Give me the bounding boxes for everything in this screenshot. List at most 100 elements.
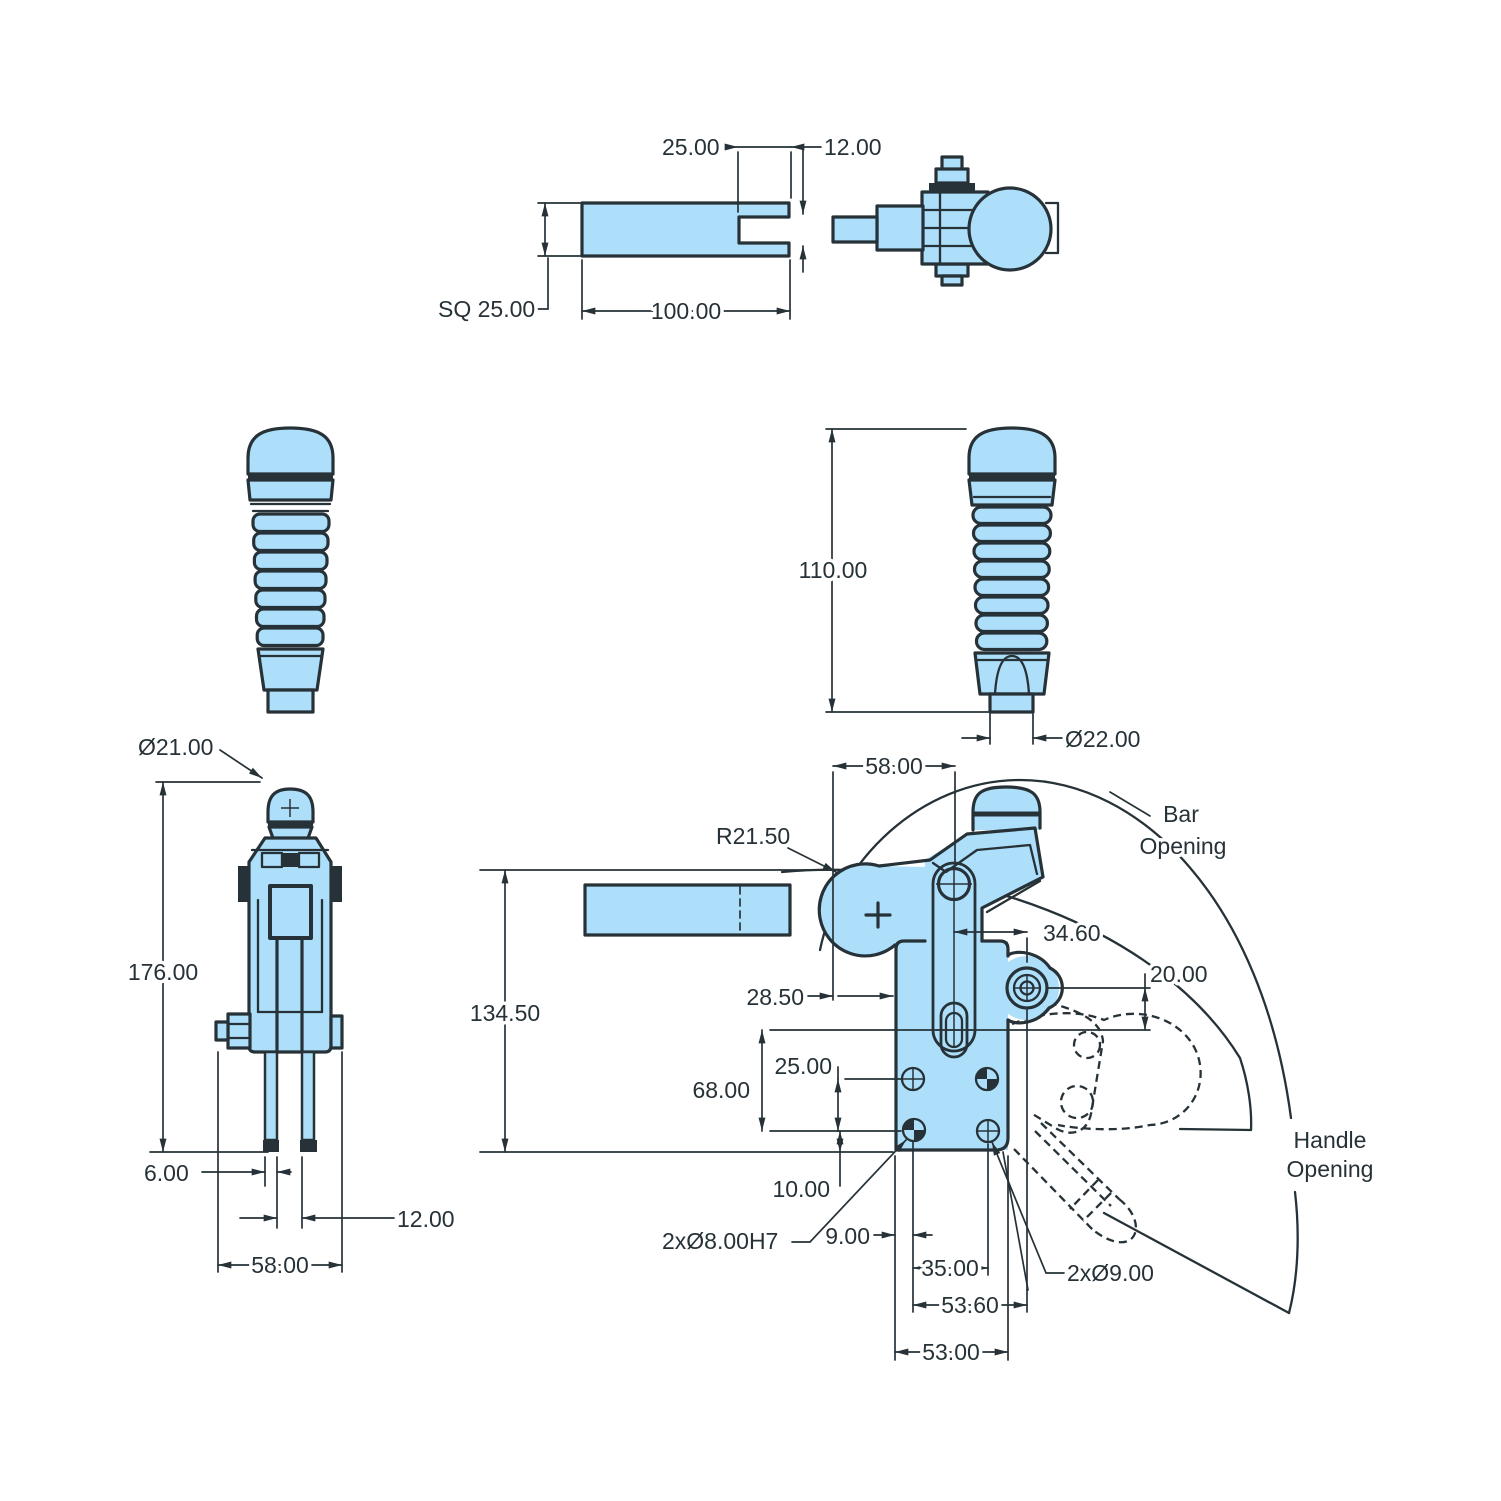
plate-holes: [900, 1066, 1001, 1144]
dim-hole-pitch-vertical: 25.00: [771, 1050, 902, 1132]
body-detail: [260, 851, 284, 869]
side-tab: [238, 866, 249, 902]
clamp-front-view: 58.00 R21.50 134.50 28.50 34.60 20.0: [466, 750, 1377, 1369]
handle-bell: [967, 478, 1057, 507]
dim-bar-offset: 28.50: [743, 981, 894, 1014]
dim-text: R21.50: [716, 823, 790, 849]
open-link-hole: [1072, 1030, 1102, 1060]
lobe-center-cross: [864, 901, 892, 929]
open-link-plate: [1030, 998, 1105, 1134]
knob-end-circle: [967, 186, 1053, 272]
label-handle-opening: Handle Opening: [1283, 1124, 1377, 1186]
dim-text: Ø22.00: [1065, 726, 1140, 752]
body-window: [268, 884, 313, 940]
dim-text: 6.00: [144, 1160, 189, 1186]
dim-handle-diameter: Ø22.00: [961, 713, 1144, 756]
dim-text: 25.00: [662, 134, 720, 160]
end-collar: [875, 204, 925, 252]
prong-foot: [300, 1140, 317, 1152]
dim-text: 12.00: [397, 1206, 455, 1232]
mount-chamfer: [931, 843, 1039, 876]
bar-outline: [580, 201, 791, 258]
dim-prong-gap: 12.00: [239, 1156, 458, 1236]
dim-text: 25.00: [774, 1053, 832, 1079]
open-handle-edge: [1040, 1122, 1120, 1200]
dim-slot-depth: 25.00: [659, 131, 805, 213]
handle-base-arch: [993, 654, 1031, 696]
handle-ribs: [971, 505, 1053, 652]
handle-cap: [967, 426, 1057, 476]
dim-text: 134.50: [470, 1000, 540, 1026]
side-tab-right: [329, 1014, 344, 1050]
dim-base-margin: 10.00: [769, 1130, 844, 1206]
dim-slot-width: 12.00: [799, 131, 885, 273]
dim-plate-width: 53.00: [894, 1155, 1009, 1369]
prong-foot: [263, 1140, 279, 1152]
bar-opening-arc-outer: [818, 778, 1293, 1120]
body-latch: [283, 853, 298, 867]
handle-cap: [246, 426, 335, 476]
knob-outline: [971, 785, 1042, 832]
handle-stub: [988, 692, 1035, 714]
dim-text: 58.00: [251, 1252, 309, 1278]
end-step: [940, 274, 964, 287]
dim-handle-offset: 58.00: [832, 750, 956, 1001]
handle-opening-arc: [1287, 1190, 1299, 1315]
dim-bar-section: SQ 25.00: [435, 202, 581, 326]
end-stub: [934, 167, 970, 185]
bolt-hole: [975, 1118, 1001, 1144]
callout-dowel-holes: 2xØ8.00H7: [659, 1139, 907, 1258]
dim-text: 28.50: [746, 984, 804, 1010]
bolt-hole: [900, 1066, 926, 1092]
open-bar-end: [1011, 1012, 1202, 1131]
clamp-bar: [583, 883, 792, 937]
callout-bolt-holes: 2xØ9.00: [991, 1141, 1157, 1290]
dim-text: 9.00: [825, 1223, 870, 1249]
handle-ribs: [251, 512, 331, 648]
dim-text: 100.00: [651, 298, 721, 324]
dim-text: SQ 25.00: [438, 296, 535, 322]
end-step: [934, 262, 970, 278]
dim-text: 20.00: [1150, 961, 1208, 987]
handle-base: [256, 647, 325, 692]
dim-text: 68.00: [692, 1077, 750, 1103]
prong: [300, 1050, 316, 1142]
dim-text: 10.00: [772, 1176, 830, 1202]
dim-hole-span: 68.00: [689, 1029, 902, 1132]
open-position-dashed: [1011, 998, 1202, 1244]
opening-arcs: [780, 778, 1299, 1315]
knob-crosshair: [281, 799, 299, 817]
mount-chamfer: [985, 879, 1042, 914]
svg-text:Bar: Bar: [1163, 801, 1199, 827]
dim-text: 2xØ9.00: [1067, 1260, 1154, 1286]
dim-front-height: 134.50: [466, 869, 894, 1153]
svg-text:Handle: Handle: [1294, 1127, 1367, 1153]
side-tab: [331, 866, 342, 902]
side-nut-stub: [214, 1020, 230, 1042]
dim-text: Ø21.00: [138, 734, 213, 760]
handle-base: [973, 651, 1051, 696]
svg-text:Opening: Opening: [1287, 1156, 1374, 1182]
dim-text: 12.00: [824, 134, 882, 160]
prong: [263, 1050, 279, 1142]
handle-side-view: 110.00 Ø22.00: [795, 426, 1144, 756]
svg-text:Opening: Opening: [1140, 833, 1227, 859]
body-detail: [297, 851, 321, 869]
lower-pivot-inner: [944, 1011, 964, 1049]
open-handle-cap: [1092, 1198, 1137, 1244]
open-bar-edge: [1178, 1127, 1253, 1132]
open-handle-rib: [1082, 1192, 1112, 1222]
dim-text: 53.60: [941, 1292, 999, 1318]
handle-bell: [246, 478, 335, 502]
dim-text: 176.00: [128, 959, 198, 985]
dim-boss-spacing: 53.60: [912, 1009, 1028, 1322]
dim-mount-radius: R21.50: [713, 820, 837, 873]
dim-clamp-height: 176.00: [124, 781, 261, 1153]
arm-outline: [817, 826, 1045, 958]
clamp-body: [247, 836, 333, 1054]
dim-bar-length: 100.00: [581, 259, 791, 328]
dim-edge-margin: 9.00: [822, 1141, 933, 1361]
label-bar-opening: Bar Opening: [1109, 791, 1230, 863]
